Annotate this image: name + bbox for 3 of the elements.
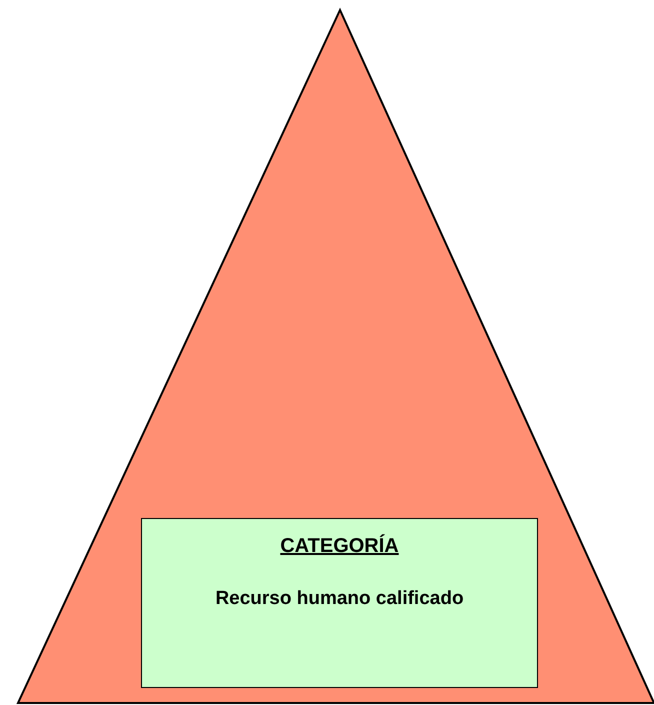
category-box bbox=[141, 518, 538, 688]
box-heading: CATEGORÍA bbox=[280, 535, 399, 558]
box-text: Recurso humano calificado bbox=[215, 588, 464, 610]
